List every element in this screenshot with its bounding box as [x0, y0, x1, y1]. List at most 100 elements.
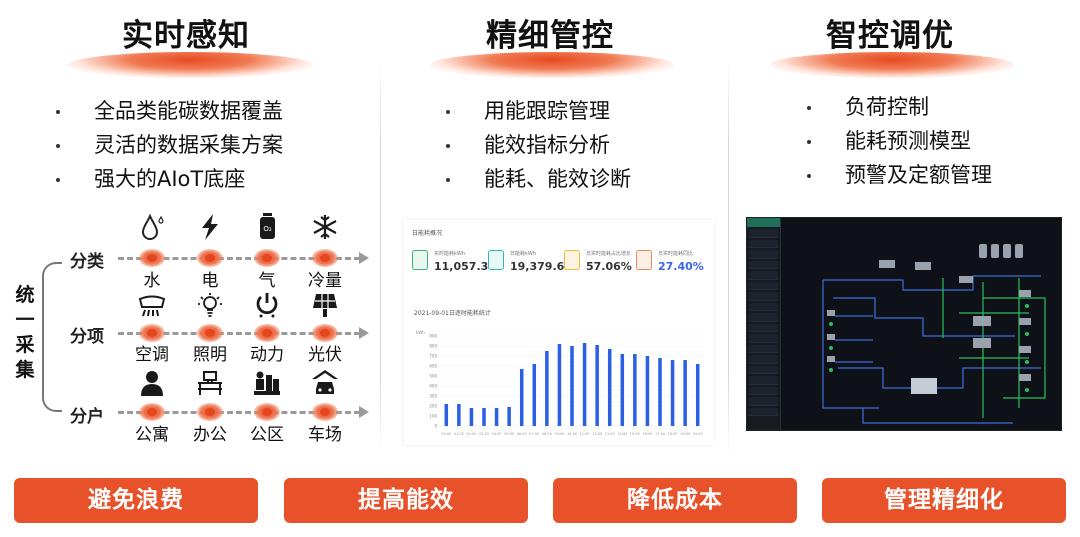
scada-menu-item	[749, 302, 778, 311]
scada-menu-item	[749, 229, 778, 238]
bar	[557, 344, 562, 426]
bar	[570, 346, 574, 426]
car-icon	[307, 368, 343, 398]
x-tick-label: 13:00	[605, 432, 615, 436]
improve-efficiency-button[interactable]: 提高能效	[284, 478, 528, 523]
column-title-sensing: 实时感知	[122, 18, 250, 54]
dashboard-title: 日能耗概况	[412, 230, 443, 237]
household-label: 车场	[308, 425, 342, 445]
x-tick-label: 07:00	[529, 432, 539, 436]
kpi-icon	[412, 250, 428, 270]
bar	[695, 364, 700, 426]
y-tick-label: 100	[429, 414, 437, 419]
bar	[532, 364, 537, 426]
scada-menu-item	[749, 334, 778, 343]
scada-menu-item	[749, 313, 778, 322]
bar	[607, 349, 612, 426]
row-track	[118, 252, 369, 264]
kpi-value: 11,057.38	[434, 260, 496, 273]
scada-menu-item	[749, 239, 778, 248]
row-label-subitem: 分项	[70, 327, 104, 347]
refined-management-button[interactable]: 管理精细化	[822, 478, 1066, 523]
node-marker	[139, 249, 165, 267]
kpi-icon	[488, 250, 504, 270]
node-marker	[197, 324, 223, 342]
snowflake-icon	[307, 212, 343, 242]
sensing-bullet-list: 全品类能碳数据覆盖 灵活的数据采集方案 强大的AIoT底座	[54, 94, 283, 196]
scada-menu-item	[749, 365, 778, 374]
y-axis-label: kWh	[416, 330, 425, 335]
avoid-waste-button[interactable]: 避免浪费	[14, 478, 258, 523]
kpi-card: 日实时能耗占比增长 57.06%	[564, 248, 636, 280]
bar	[457, 404, 461, 426]
x-tick-label: 06:00	[517, 432, 527, 436]
scada-menu-item	[749, 386, 778, 395]
x-tick-label: 04:00	[492, 432, 502, 436]
bar	[469, 408, 474, 426]
x-tick-label: 01:00	[454, 432, 464, 436]
svg-text:O₂: O₂	[263, 225, 272, 233]
row-track	[118, 327, 369, 339]
x-tick-label: 15:00	[630, 432, 640, 436]
bar	[507, 407, 511, 426]
x-tick-label: 20:00	[693, 432, 703, 436]
node-marker	[254, 403, 280, 421]
node-marker	[312, 403, 338, 421]
x-tick-label: 05:00	[504, 432, 514, 436]
solar-panel-icon	[307, 290, 343, 320]
kpi-label: 实时能耗kWh	[434, 251, 466, 257]
x-tick-label: 11:00	[580, 432, 590, 436]
node-marker	[312, 324, 338, 342]
x-tick-label: 03:00	[479, 432, 489, 436]
household-label: 公寓	[135, 425, 169, 445]
piping-schematic	[822, 244, 1046, 424]
scada-menu-item	[749, 271, 778, 280]
person-icon	[134, 368, 170, 398]
household-label: 公区	[250, 425, 284, 445]
unified-collection-label: 统一采集	[15, 284, 35, 381]
x-tick-label: 02:00	[466, 432, 476, 436]
subitem-label: 照明	[193, 345, 227, 365]
reduce-cost-button[interactable]: 降低成本	[553, 478, 797, 523]
bullet-item: 用能跟踪管理	[444, 94, 631, 128]
node-marker	[139, 324, 165, 342]
x-tick-label: 10:00	[567, 432, 577, 436]
bar	[620, 354, 625, 426]
kpi-value: 19,379.6	[510, 260, 565, 273]
scada-side-menu	[747, 218, 781, 430]
scada-menu-item	[749, 250, 778, 259]
scada-menu-item	[749, 355, 778, 364]
bar	[582, 343, 587, 426]
scada-menu-item	[749, 397, 778, 406]
lightning-icon	[192, 212, 228, 242]
gas-cylinder-icon: O₂	[249, 211, 285, 241]
kpi-card: 实时能耗kWh 11,057.38	[412, 248, 496, 280]
light-bulb-icon	[192, 290, 228, 320]
node-marker	[254, 249, 280, 267]
scada-menu-item	[749, 281, 778, 290]
bullet-item: 能耗、能效诊断	[444, 162, 631, 196]
power-icon	[249, 290, 285, 320]
air-conditioner-icon	[134, 290, 170, 320]
x-tick-label: 09:00	[554, 432, 564, 436]
x-tick-label: 12:00	[592, 432, 602, 436]
category-label: 电	[201, 271, 219, 291]
bullet-item: 能耗预测模型	[805, 124, 992, 158]
kpi-label: 日实时能耗占比增长	[586, 251, 632, 257]
column-divider	[728, 58, 729, 458]
x-tick-label: 14:00	[617, 432, 627, 436]
scada-menu-item	[749, 260, 778, 269]
household-label: 办公	[193, 425, 227, 445]
scada-menu-item	[749, 407, 778, 416]
office-desk-icon	[192, 368, 228, 398]
kpi-icon	[564, 250, 580, 270]
title-glow	[68, 52, 312, 78]
title-glow	[430, 52, 674, 78]
bar	[519, 369, 524, 426]
row-label-category: 分类	[70, 252, 104, 272]
y-tick-label: 300	[429, 394, 437, 399]
category-label: 冷量	[308, 271, 342, 291]
optimize-bullet-list: 负荷控制 能耗预测模型 预警及定额管理	[805, 90, 992, 192]
control-bullet-list: 用能跟踪管理 能效指标分析 能耗、能效诊断	[444, 94, 631, 196]
scada-menu-item	[749, 344, 778, 353]
